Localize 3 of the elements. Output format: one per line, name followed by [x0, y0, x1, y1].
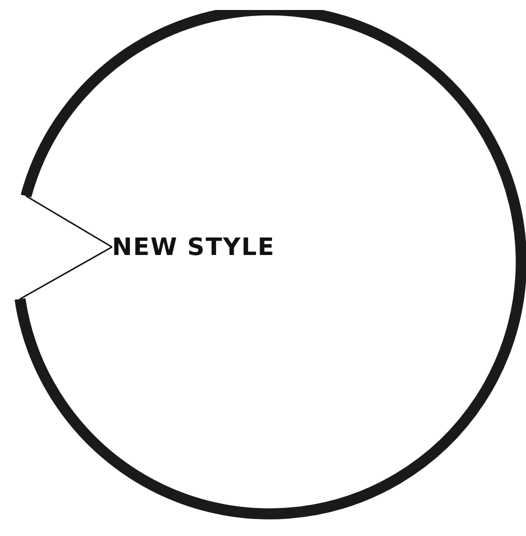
callout-label: NEW STYLE: [112, 232, 276, 262]
leader-line: [20, 246, 112, 300]
leader-line: [26, 195, 112, 248]
